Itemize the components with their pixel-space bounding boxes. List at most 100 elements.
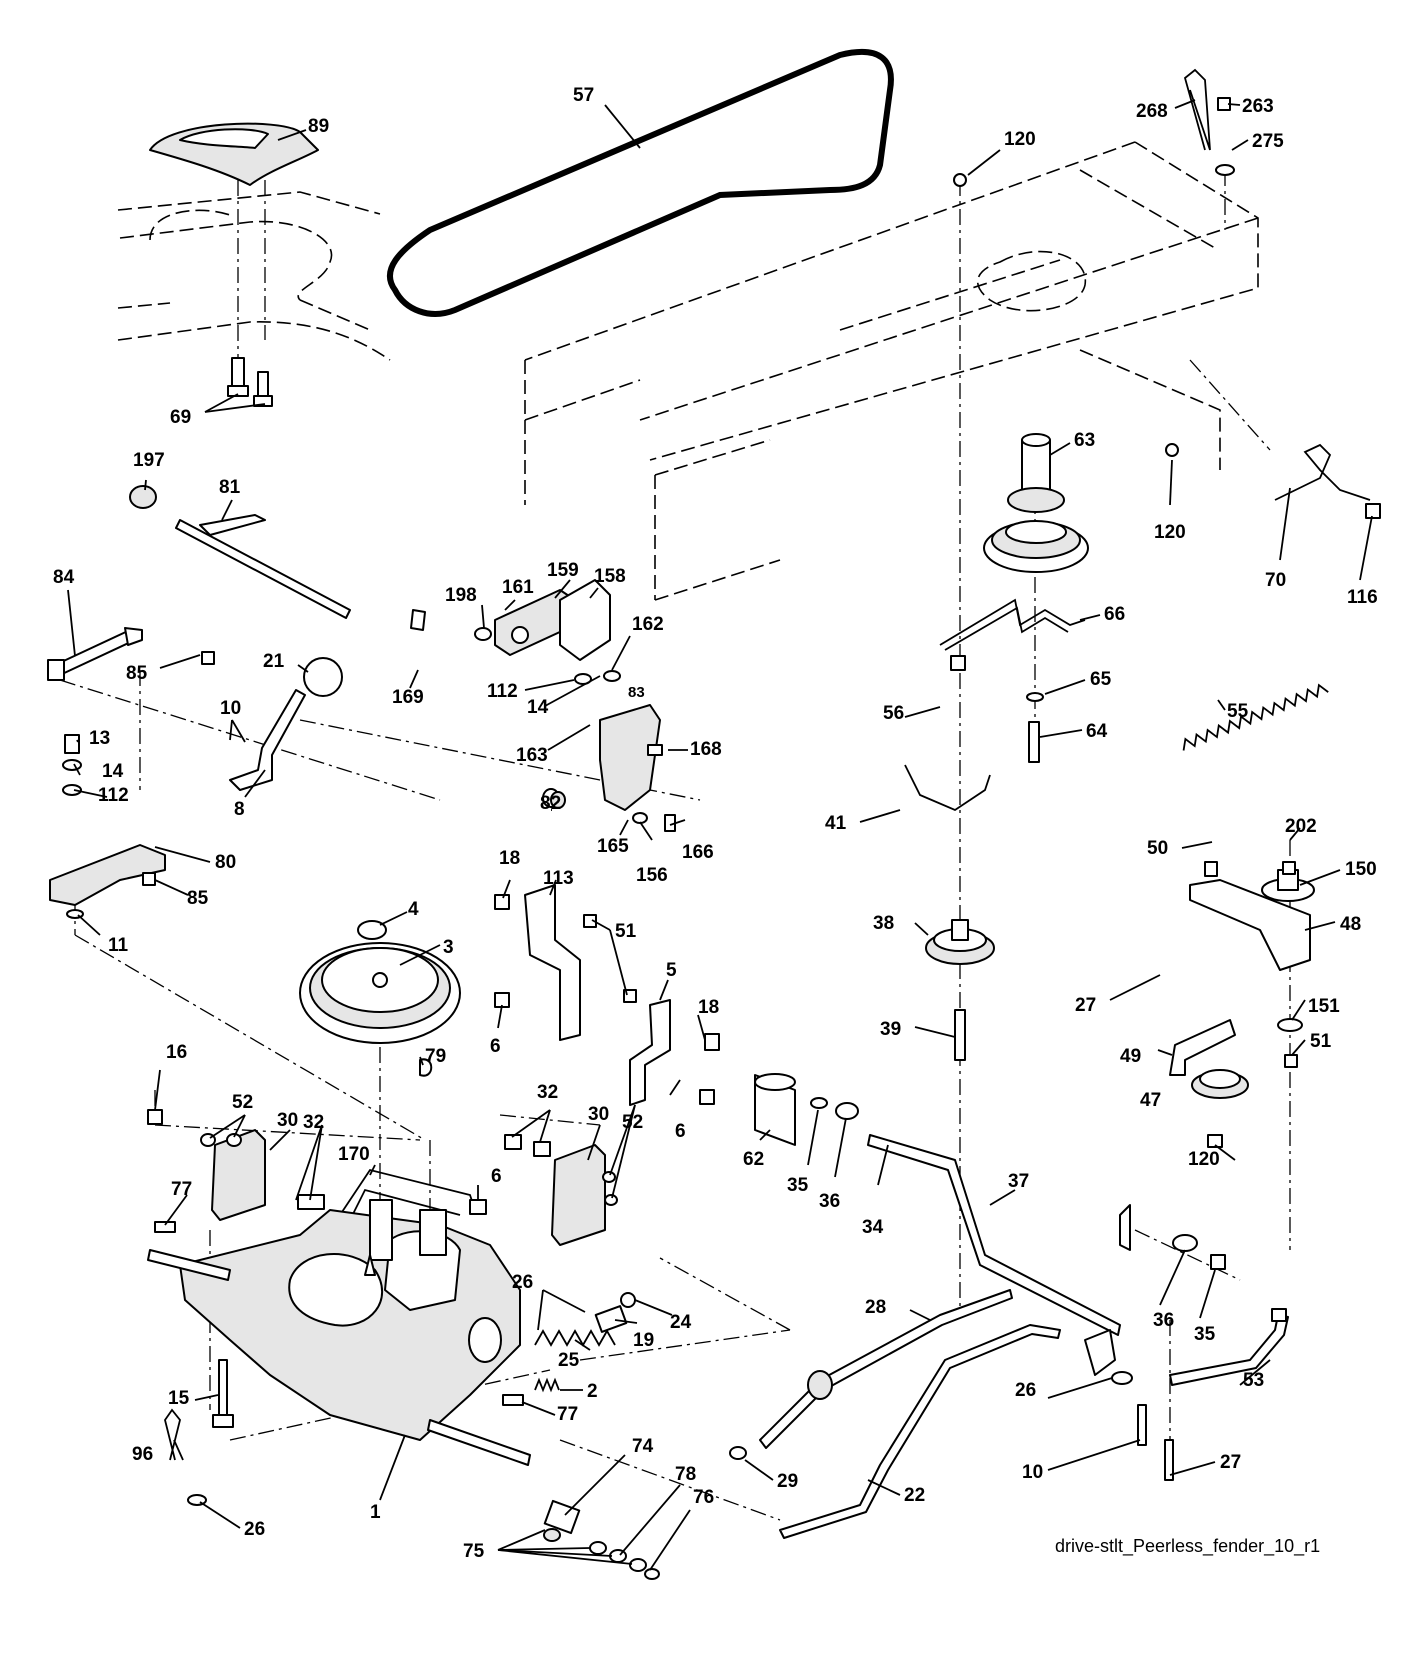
callout: 28 [865,1297,886,1318]
part-24-nut [620,1292,636,1308]
callout: 27 [1220,1452,1241,1473]
callout: 6 [490,1036,501,1057]
callout: 14 [527,697,549,718]
part-41-spring [904,764,991,812]
drawing-id: drive-stlt_Peerless_fender_10_r1 [1055,1536,1320,1557]
callout: 65 [1090,669,1112,690]
callout: 76 [693,1487,714,1508]
callout: 38 [873,913,894,934]
part-62-tube [754,1073,796,1146]
callout: 6 [675,1121,686,1142]
callout: 11 [108,935,129,956]
callout: 263 [1242,96,1274,117]
callout: 81 [219,477,241,498]
callout: 29 [777,1471,798,1492]
callout: 161 [502,577,534,598]
part-22-rod [779,1324,1061,1539]
part-19-sleeve [594,1305,628,1333]
callout: 77 [557,1404,578,1425]
part-113-bracket [524,884,581,1041]
part-55-spring [1182,683,1329,751]
callout: 10 [220,698,241,719]
part-25-spring [534,1329,616,1347]
part-53-rod [1169,1314,1289,1386]
callout: 55 [1227,701,1249,722]
callout: 77 [171,1179,192,1200]
callout: 47 [1140,1090,1161,1111]
callout: 79 [425,1046,446,1067]
callout: 4 [408,899,419,920]
callout: 6 [491,1166,502,1187]
part-165-bracket [599,704,661,811]
callout: 156 [636,865,668,886]
callout: 36 [819,1191,840,1212]
callout: 64 [1086,721,1108,742]
part-69-bolts [227,357,273,407]
callout: 52 [232,1092,253,1113]
callout: 78 [675,1464,696,1485]
callout: 197 [133,450,165,471]
callout: 57 [573,85,594,106]
callout: 96 [132,1444,153,1465]
callout: 53 [1243,1370,1264,1391]
part-5-bracket [629,999,671,1106]
part-49-bracket [1169,1019,1236,1076]
callout: 75 [463,1541,485,1562]
callout: 13 [89,728,110,749]
callout: 10 [1022,1462,1043,1483]
callout: 66 [1104,604,1125,625]
callout: 25 [558,1350,580,1371]
callout: 159 [547,560,579,581]
part-66-wire [939,598,1086,651]
part-4-ring [357,920,387,940]
callout: 89 [308,116,329,137]
callout: 169 [392,687,424,708]
callout: 268 [1136,101,1168,122]
part-47-pulley [1191,1069,1249,1099]
callout: 41 [825,813,847,834]
part-8-lever [229,689,306,791]
part-34-shaft [867,1134,1121,1336]
callout: 120 [1188,1149,1220,1170]
callout: 63 [1074,430,1095,451]
callout: 26 [1015,1380,1036,1401]
callout: 150 [1345,859,1377,880]
callout: 30 [588,1104,609,1125]
callout: 70 [1265,570,1286,591]
callout: 16 [166,1042,187,1063]
callout: 15 [168,1388,190,1409]
callout: 21 [263,651,285,672]
callout: 69 [170,407,191,428]
part-30-bracket-right [551,1144,606,1246]
part-81-shaft [129,485,351,619]
part-63-pulley [983,433,1089,573]
callout: 8 [234,799,245,820]
part-2-spring [534,1377,560,1393]
callout: 74 [632,1436,654,1457]
callout: 2 [587,1381,598,1402]
callout: 18 [698,997,719,1018]
callout: 198 [445,585,477,606]
callout: 151 [1308,996,1340,1017]
callout: 62 [743,1149,764,1170]
callout: 24 [670,1312,692,1333]
callout: 112 [98,785,129,806]
callout: 32 [537,1082,558,1103]
callout: 166 [682,842,714,863]
callout: 168 [690,739,722,760]
callout: 275 [1252,131,1284,152]
callout: 35 [787,1175,809,1196]
part-30-bracket-left [211,1129,266,1221]
callout: 113 [543,868,574,889]
callout: 30 [277,1110,298,1131]
callout: 22 [904,1485,925,1506]
part-70-spring [1274,443,1371,501]
callout: 83 [628,684,645,701]
part-268-handle [1183,68,1211,151]
fender-outline [117,191,391,361]
callout: 27 [1075,995,1096,1016]
callout: 85 [187,888,209,909]
callout: 80 [215,852,236,873]
callout: 14 [102,761,124,782]
